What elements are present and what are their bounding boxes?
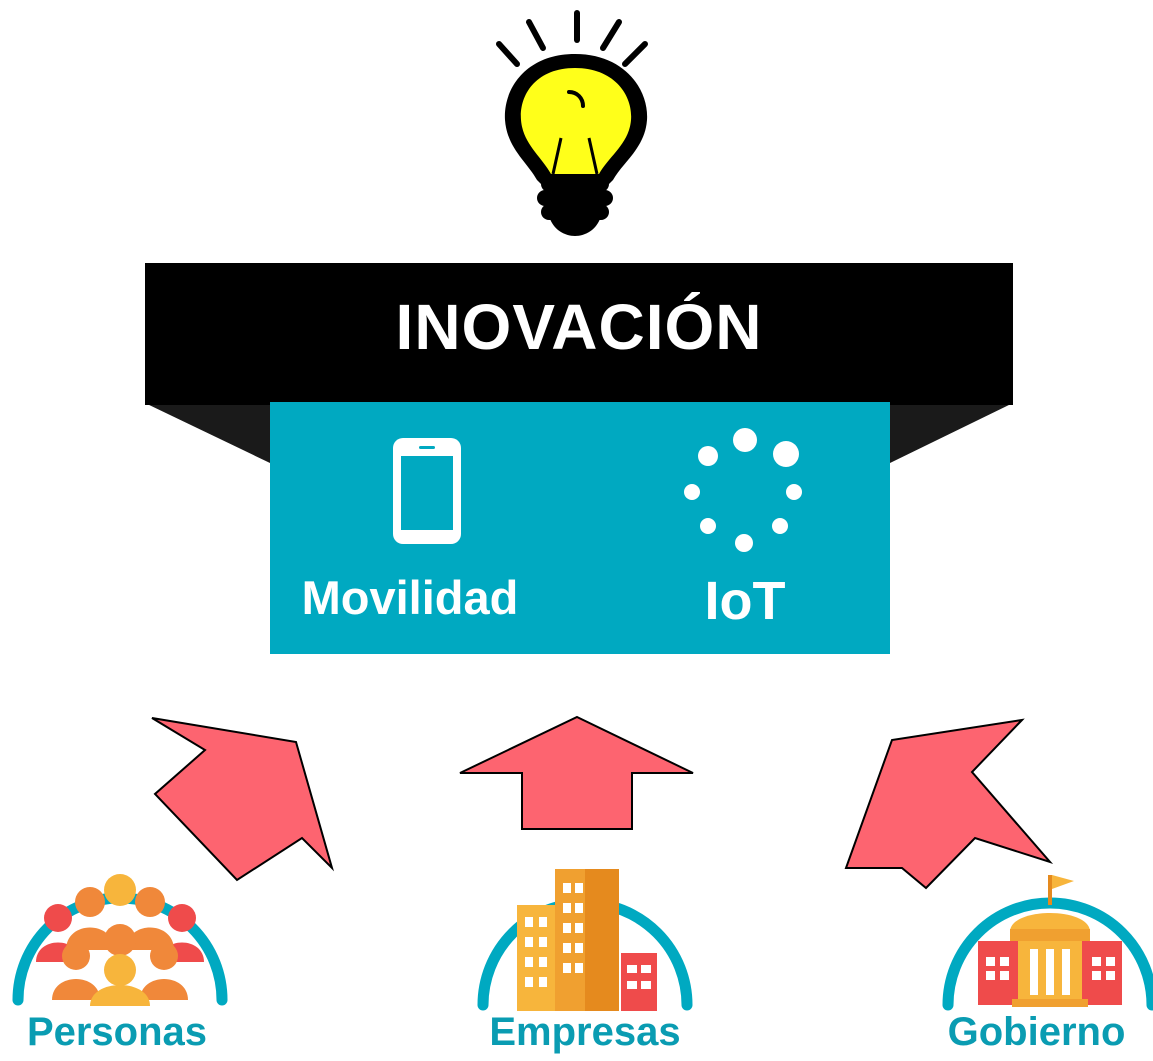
mobility-label: Movilidad — [301, 571, 519, 624]
mobile-phone-icon — [393, 438, 461, 544]
light-bulb-icon — [496, 10, 648, 236]
government-building-icon — [978, 875, 1122, 1007]
iot-dots-icon — [684, 428, 802, 552]
arrow-empresas — [459, 715, 694, 830]
people-group-icon — [36, 874, 204, 1006]
gobierno-group — [942, 875, 1153, 1011]
personas-label: Personas — [26, 1010, 208, 1054]
banner-title: INOVACIÓN — [395, 291, 763, 363]
iot-label: IoT — [704, 571, 786, 631]
personas-group — [12, 874, 228, 1006]
office-buildings-icon — [517, 869, 657, 1011]
gobierno-label: Gobierno — [947, 1010, 1126, 1054]
empresas-label: Empresas — [489, 1010, 681, 1054]
arrow-gobierno — [844, 718, 1054, 890]
arrow-personas — [151, 717, 335, 882]
empresas-group — [477, 869, 693, 1011]
innovation-banner — [145, 263, 1013, 463]
